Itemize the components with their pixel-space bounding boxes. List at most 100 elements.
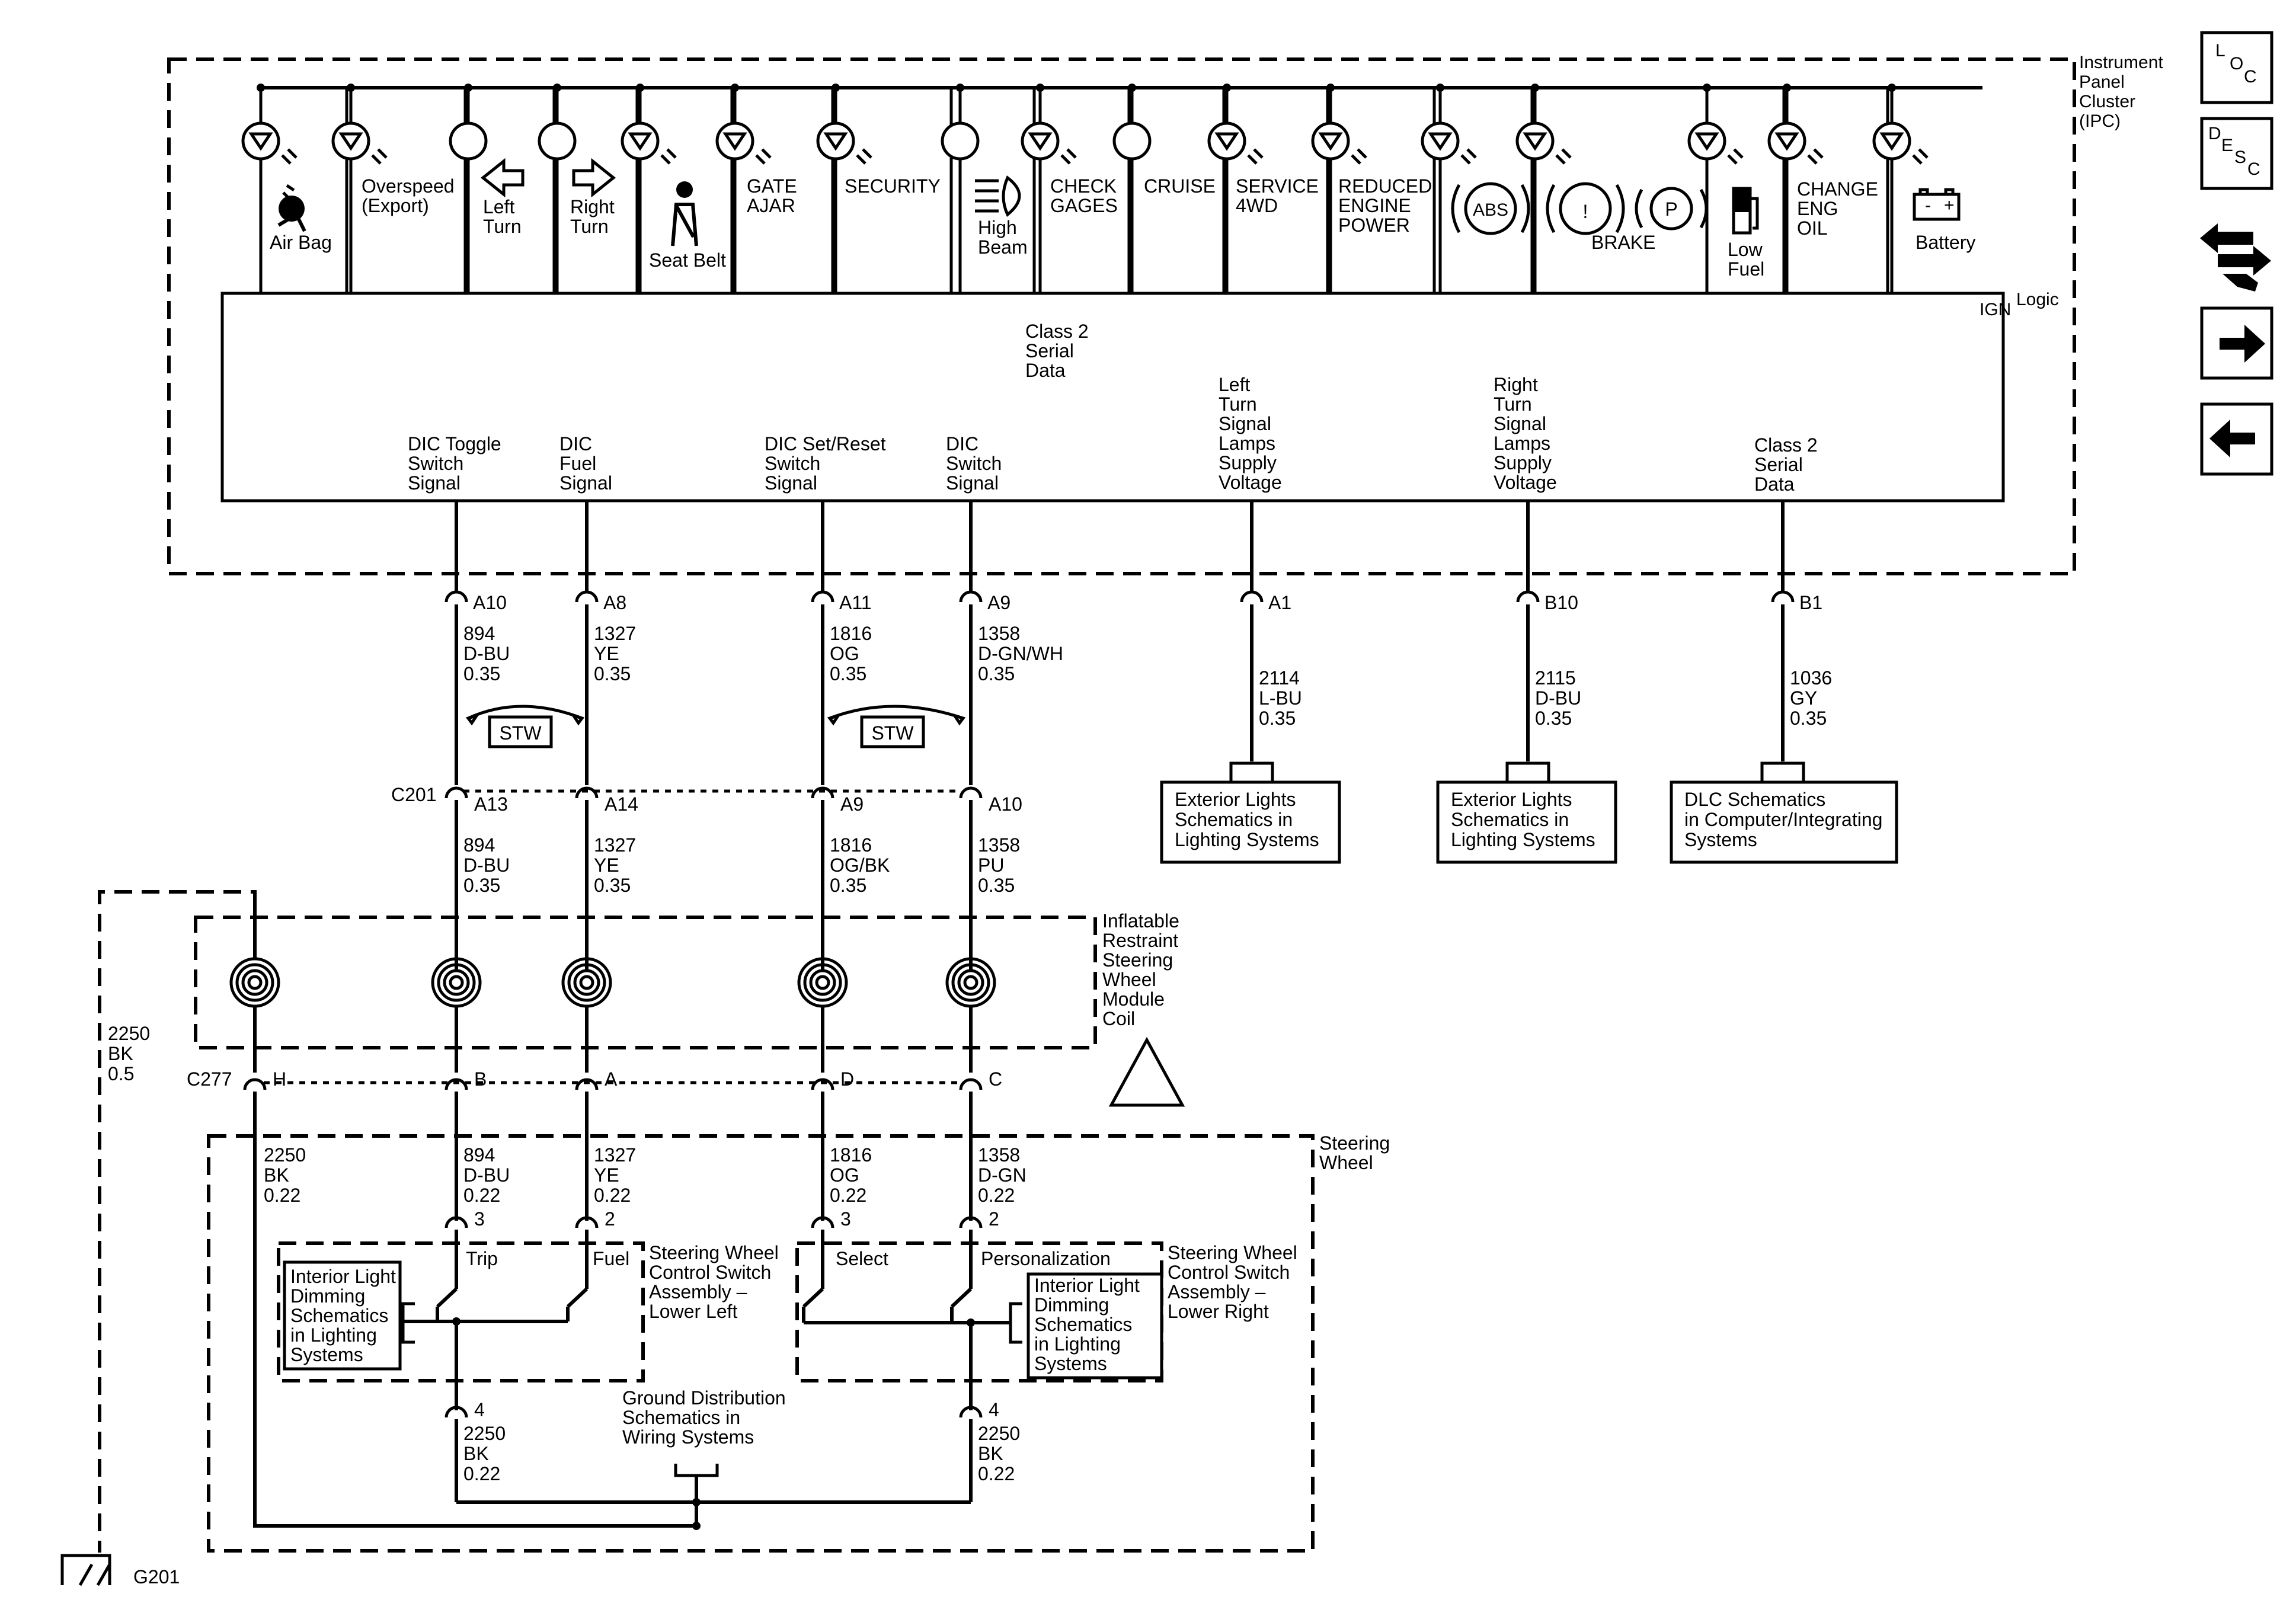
bus-junction	[347, 84, 355, 92]
switch-pin-label: 2	[605, 1208, 615, 1230]
ground-ref-bracket	[674, 1464, 719, 1477]
reference-box-2	[1670, 780, 1898, 864]
led-light-rays	[755, 148, 772, 165]
ipc-connector-terminal	[1771, 590, 1795, 603]
indicator-led-icon	[331, 121, 370, 161]
reference-text-2: DLC Schematics	[1684, 789, 1825, 810]
loc-button[interactable]: LOC	[2200, 31, 2273, 104]
bus-junction	[1223, 84, 1231, 92]
wire-spec-5: 2115	[1535, 667, 1576, 689]
wire-spec-4: 2114	[1259, 667, 1300, 689]
previous-page-button[interactable]	[2200, 402, 2273, 476]
wire-spec-sw-1: 894	[463, 1144, 495, 1166]
reference-bracket	[1505, 761, 1550, 781]
desc-button-frame[interactable]	[2200, 117, 2273, 190]
swap-arrows-icon[interactable]	[2200, 223, 2271, 276]
left-arrow-icon[interactable]	[2209, 420, 2255, 457]
wire-spec-2: 1816	[830, 623, 872, 644]
ground-ref-text: Schematics in	[622, 1407, 740, 1428]
loc-button-frame[interactable]	[2200, 31, 2273, 104]
right-switch-label: Assembly –	[1168, 1281, 1266, 1302]
led-diode-symbol	[1694, 132, 1719, 151]
battery-icon	[1918, 188, 1955, 194]
next-page-button[interactable]	[2200, 306, 2273, 380]
clockspring-coil-icon	[963, 975, 978, 990]
led-light-rays	[1351, 148, 1367, 165]
abs-icon-text: ABS	[1473, 200, 1508, 220]
desc-letter[interactable]: C	[2247, 159, 2260, 179]
indicator-label-15: ENG	[1797, 198, 1838, 219]
indicator-label-16: Battery	[1916, 232, 1975, 253]
wire-spec-3: D-GN/WH	[978, 643, 1063, 664]
led-light-rays	[1060, 148, 1077, 165]
loc-letter[interactable]: O	[2230, 54, 2243, 73]
junction	[452, 1317, 461, 1326]
c201-terminal	[811, 786, 834, 799]
bus-junction	[956, 84, 964, 92]
c201-terminal	[575, 786, 599, 799]
ipc-connector-terminal	[575, 590, 599, 603]
loc-letter[interactable]: C	[2244, 67, 2257, 87]
wire-spec-bottom-1: 0.22	[978, 1463, 1015, 1484]
left-dimming-text: Systems	[290, 1344, 363, 1365]
indicator-led-icon	[1515, 121, 1555, 161]
ground-pin-label: 4	[989, 1399, 999, 1420]
c201-terminal	[445, 786, 468, 799]
left-turn-arrow-icon	[480, 158, 525, 198]
wire-spec-sw-0: BK	[264, 1164, 289, 1186]
signal-label-4: Left	[1219, 374, 1250, 395]
wire-spec-5: 0.35	[1535, 708, 1572, 729]
bus-junction	[636, 84, 644, 92]
indicator-label-2: Left	[483, 196, 514, 217]
brake-warning-icon	[1546, 184, 1625, 233]
ipc-connector-terminal	[445, 590, 468, 603]
right-dimming-box	[1027, 1272, 1163, 1380]
battery-minus: -	[1925, 196, 1931, 215]
indicator-label-2: Turn	[483, 216, 522, 237]
desc-letter[interactable]: D	[2208, 124, 2221, 143]
desc-letter[interactable]: S	[2234, 148, 2246, 167]
indicator-label-1: (Export)	[362, 195, 429, 216]
left-dimming-text: Dimming	[290, 1285, 365, 1307]
indicator-label-14: Low	[1728, 239, 1763, 260]
signal-label-5: Lamps	[1494, 433, 1550, 454]
signal-label-6: Class 2	[1754, 434, 1818, 456]
wire-spec-sw-0: 0.22	[264, 1185, 300, 1206]
switch-terminal	[575, 1216, 599, 1228]
connector-view-button[interactable]	[2200, 223, 2271, 292]
ipc-logic-module	[220, 292, 2005, 503]
wire-spec-sw-4: D-GN	[978, 1164, 1027, 1186]
signal-label-4: Turn	[1219, 393, 1257, 415]
wire-spec-mid-2: OG/BK	[830, 854, 890, 876]
wrench-icon[interactable]	[2223, 274, 2258, 292]
clockspring-coil-icon	[235, 963, 274, 1002]
reference-text-1: Lighting Systems	[1451, 829, 1595, 850]
clockspring-coil-icon	[437, 963, 476, 1002]
right-arrow-icon[interactable]	[2220, 325, 2265, 363]
indicator-label-8: CHECK	[1050, 175, 1117, 197]
bus-junction	[257, 84, 265, 92]
signal-label-1: DIC	[559, 433, 592, 455]
wire-spec-sw-3: OG	[830, 1164, 859, 1186]
indicator-label-15: CHANGE	[1797, 178, 1878, 200]
c277-terminal	[575, 1078, 599, 1090]
ipc-title: Cluster	[2079, 92, 2135, 111]
class2-bus-label: Serial	[1025, 340, 1074, 361]
ipc-title: Panel	[2079, 72, 2125, 92]
clockspring-coil-icon	[945, 957, 996, 1008]
wire-spec-4: L-BU	[1259, 687, 1302, 709]
loc-letter[interactable]: L	[2215, 41, 2225, 60]
wire-spec-mid-0: 894	[463, 834, 495, 856]
led-light-rays	[1247, 148, 1264, 165]
desc-letter[interactable]: E	[2221, 136, 2233, 155]
indicator-led-icon	[1421, 121, 1460, 161]
led-diode-symbol	[248, 132, 273, 151]
clockspring-coil-icon	[449, 975, 464, 990]
signal-label-3: DIC	[946, 433, 978, 455]
bus-junction	[1326, 84, 1335, 92]
right-dimming-text: Systems	[1034, 1353, 1107, 1374]
right-switch-common	[804, 1321, 1011, 1410]
reference-text-1: Schematics in	[1451, 809, 1569, 830]
